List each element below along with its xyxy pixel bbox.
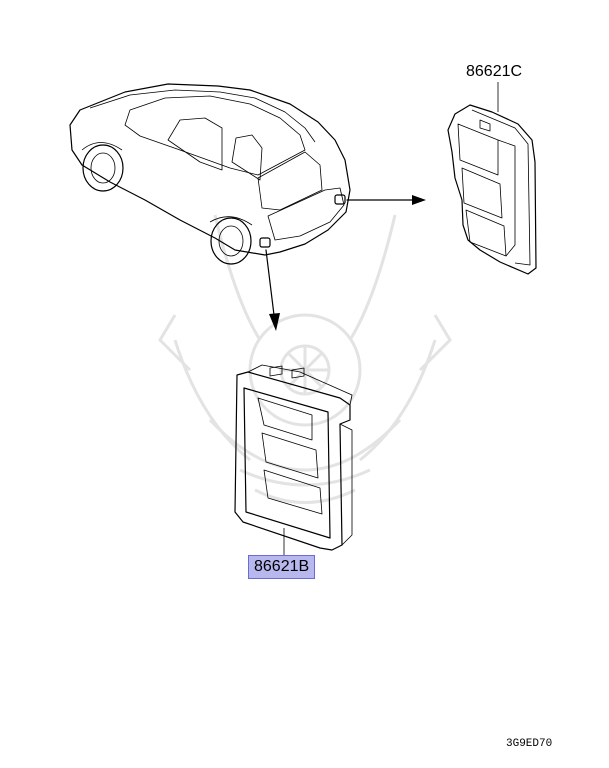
part-label-86621b[interactable]: 86621B bbox=[248, 555, 316, 579]
part-86621c-vent bbox=[447, 104, 537, 275]
part-label-86621c[interactable]: 86621C bbox=[466, 63, 523, 80]
arrow-to-part-c bbox=[346, 195, 426, 205]
arrow-to-part-b bbox=[265, 249, 280, 331]
part-86621b-vent bbox=[234, 364, 353, 551]
diagram-code: 3G9ED70 bbox=[506, 738, 553, 750]
car-illustration bbox=[69, 83, 351, 265]
samurai-helmet-watermark-icon bbox=[158, 214, 452, 504]
